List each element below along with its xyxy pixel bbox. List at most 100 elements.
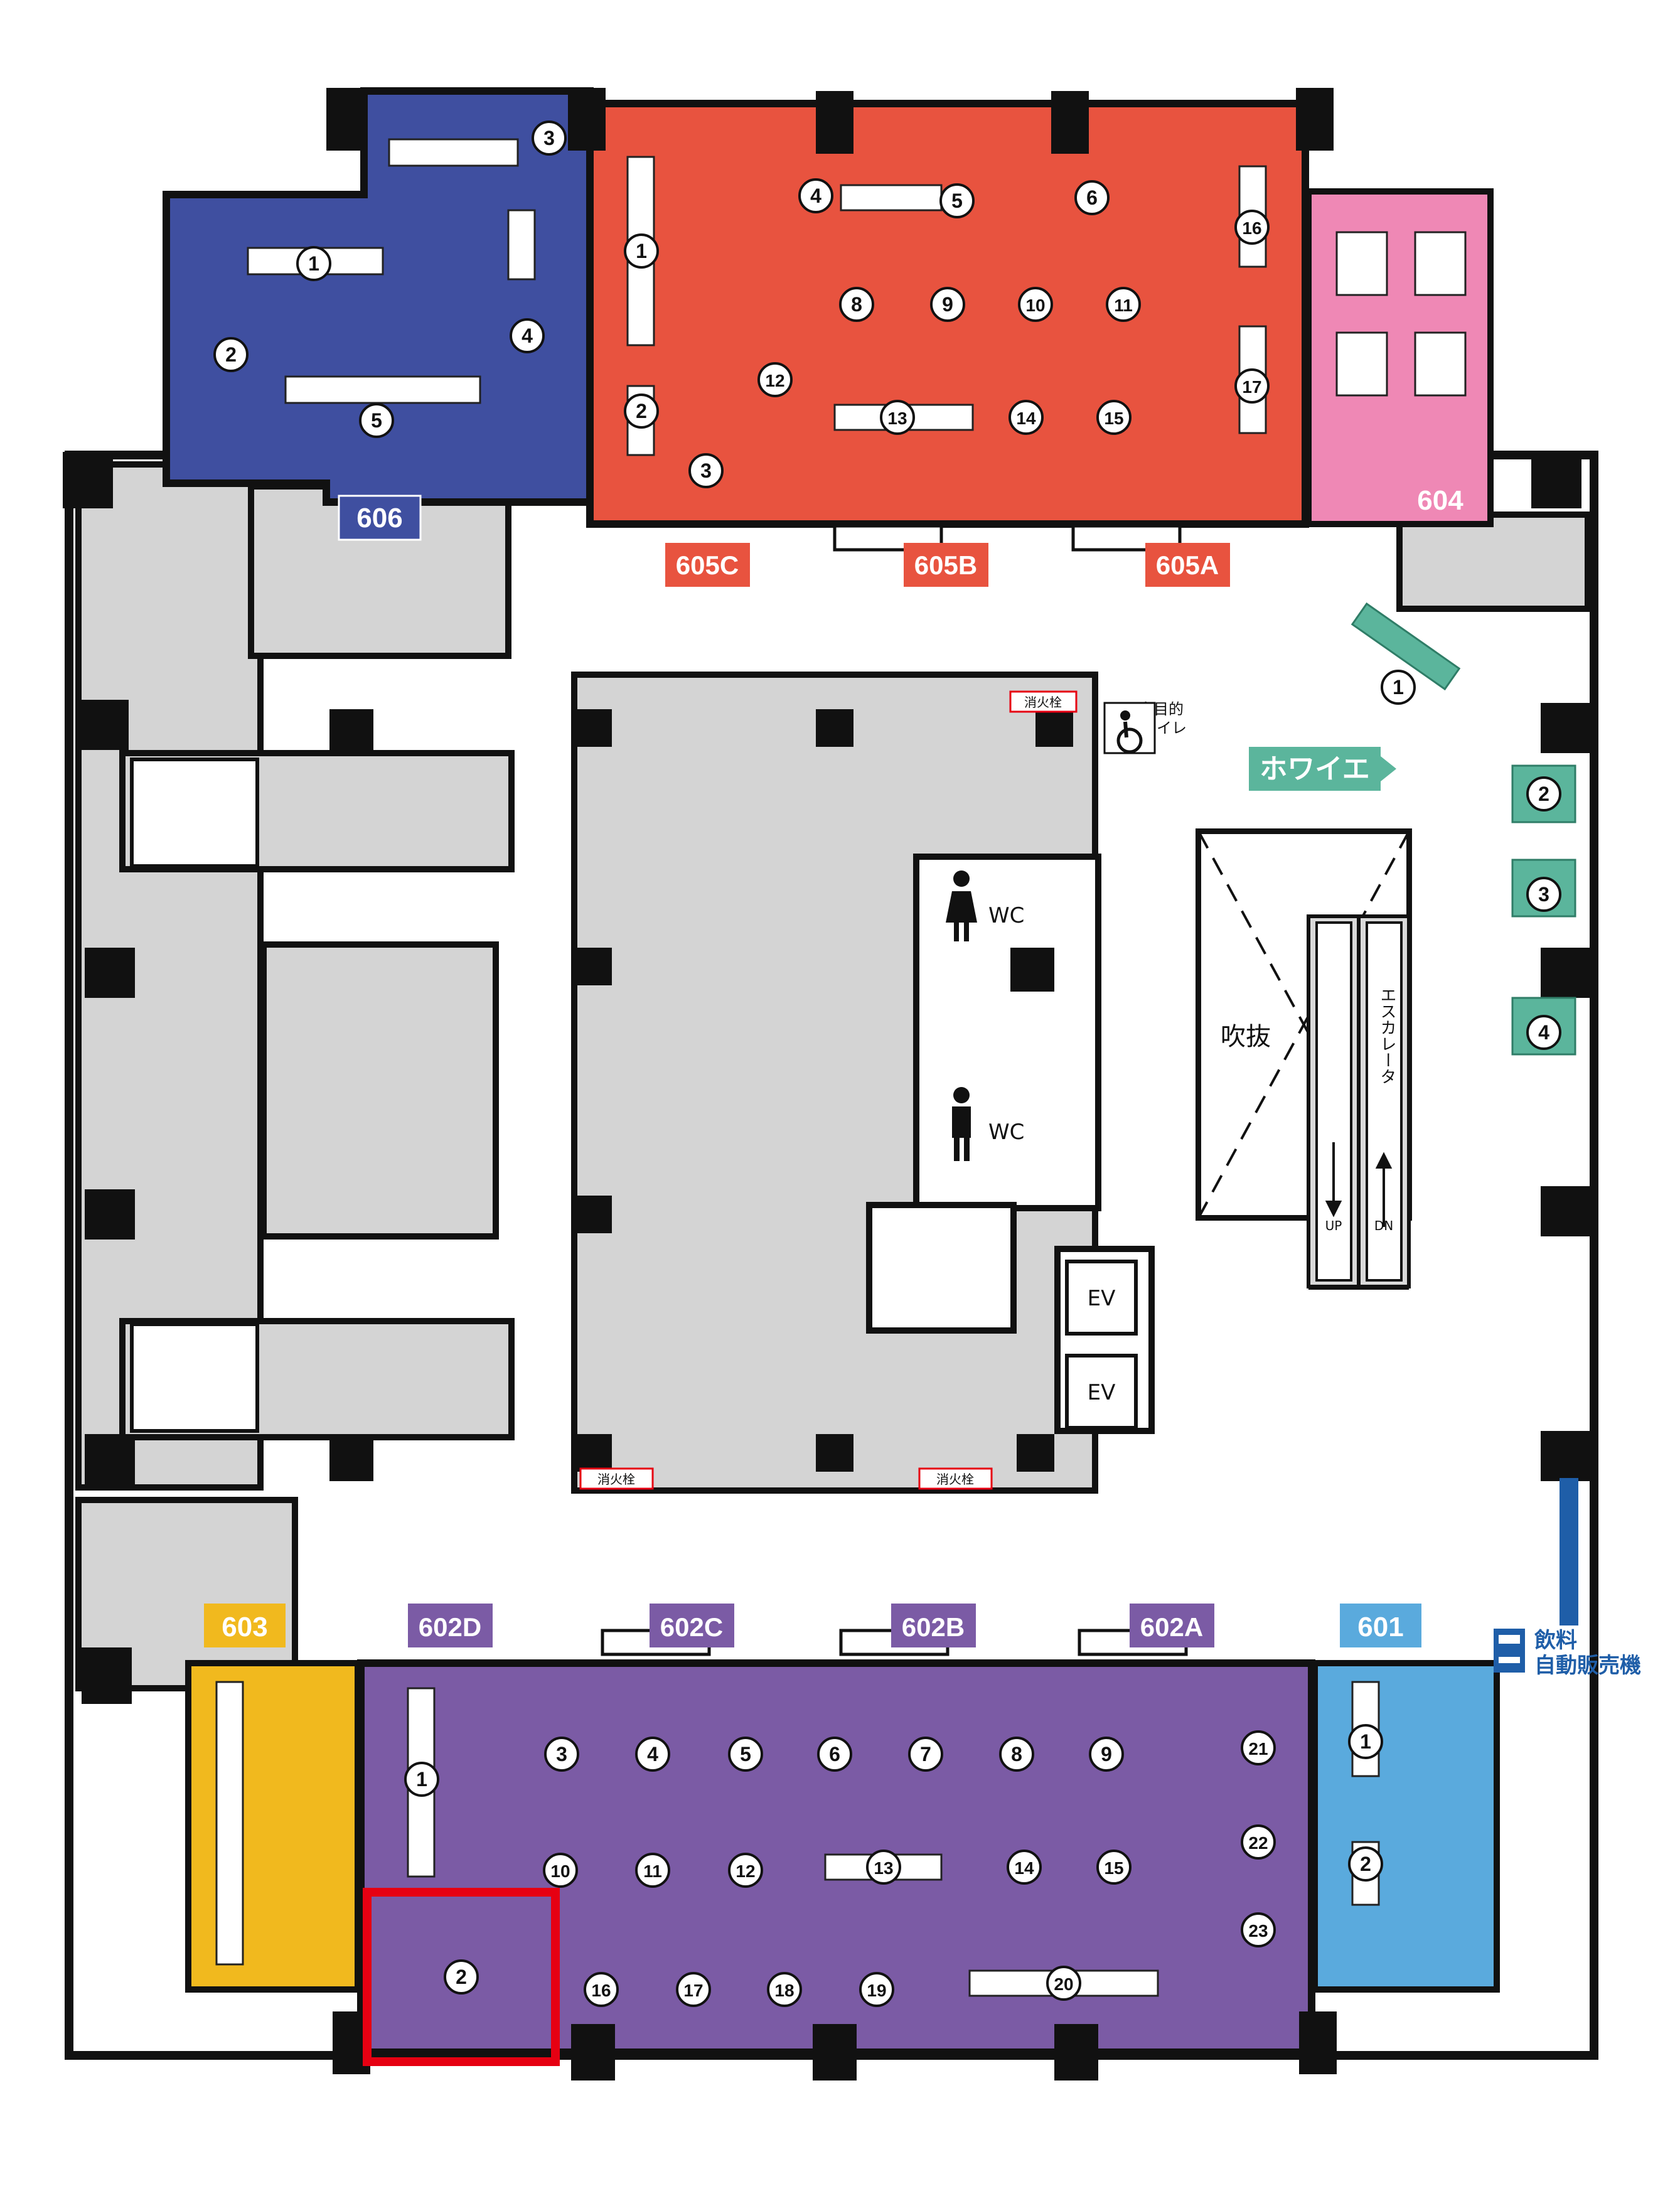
- r605-table-16-marker: 16: [1234, 210, 1270, 245]
- label-605a-text: 605A: [1156, 550, 1219, 580]
- foyer-table-3-marker: 3: [1526, 877, 1561, 912]
- escalator-dn-label: DN: [1374, 1218, 1393, 1233]
- atrium-label: 吹抜: [1221, 1022, 1271, 1051]
- r605-table-3-number: 3: [700, 459, 712, 482]
- r602-table-19-circle: [859, 1972, 894, 2007]
- ev-lower-label: EV: [1088, 1380, 1116, 1405]
- r602-table-3-marker: 3: [544, 1737, 579, 1772]
- r602-table-17-marker: 17: [676, 1972, 711, 2007]
- label-604-text: 604: [1417, 485, 1463, 516]
- r605-table-15-marker: 15: [1096, 400, 1132, 435]
- r602-table-12-circle: [728, 1853, 763, 1888]
- label-605c-text: 605C: [676, 550, 739, 580]
- r602-table-11-circle: [635, 1853, 670, 1888]
- room-606[interactable]: [163, 87, 594, 506]
- r602-table-15-marker: 15: [1096, 1850, 1132, 1885]
- r605-table-15-circle: [1096, 400, 1132, 435]
- r602-table-8-circle: [999, 1737, 1034, 1772]
- label-602d-text: 602D: [419, 1612, 481, 1642]
- r602-table-14-number: 14: [1014, 1858, 1034, 1878]
- r602-table-16-marker: 16: [584, 1972, 619, 2007]
- r605-table-14-circle: [1009, 400, 1044, 435]
- selected-table-highlight: [363, 1888, 560, 2066]
- foyer-table-4-marker: 4: [1526, 1015, 1561, 1050]
- r605-table-8-circle: [839, 287, 874, 322]
- r602-table-13-marker: 13: [866, 1850, 901, 1885]
- wc-women-label: WC: [988, 903, 1024, 928]
- vending-label-2: 自動販売機: [1534, 1654, 1641, 1678]
- r602-table-7-marker: 7: [908, 1737, 943, 1772]
- r602-table-21-number: 21: [1248, 1739, 1268, 1759]
- label-foyer-text: ホワイエ: [1260, 754, 1370, 785]
- r602-table-2-number: 2: [456, 1966, 467, 1988]
- r602-table-23-number: 23: [1248, 1921, 1268, 1941]
- foyer-table-2-marker: 2: [1526, 776, 1561, 811]
- r601-table-2-marker: 2: [1348, 1846, 1383, 1882]
- r605-table-13-marker: 13: [880, 400, 915, 435]
- label-605b-text: 605B: [914, 550, 977, 580]
- r602-table-18-circle: [767, 1972, 802, 2007]
- r605-table-4-circle: [798, 178, 833, 213]
- r605-table-10-circle: [1018, 287, 1053, 322]
- r606-table-1-marker: 1: [296, 246, 331, 281]
- r605-table-13-number: 13: [887, 409, 907, 428]
- room-603[interactable]: [185, 1660, 361, 1993]
- r602-table-17-circle: [676, 1972, 711, 2007]
- r601-table-1-marker: 1: [1348, 1724, 1383, 1759]
- hydrant-bottom-left: 消火栓: [579, 1467, 654, 1490]
- r605-table-17-circle: [1234, 368, 1270, 404]
- r606-table-2-circle: [213, 337, 249, 372]
- r601-table-1-number: 1: [1360, 1730, 1371, 1753]
- r605-table-9-number: 9: [942, 293, 953, 316]
- r606-table-3-marker: 3: [532, 120, 567, 156]
- label-606-text: 606: [356, 503, 402, 533]
- r602-table-9-circle: [1089, 1737, 1124, 1772]
- r605-table-10-marker: 10: [1018, 287, 1053, 322]
- r602-table-16-circle: [584, 1972, 619, 2007]
- r602-table-6-marker: 6: [817, 1737, 852, 1772]
- r606-table-5-number: 5: [371, 409, 382, 432]
- r602-table-13-number: 13: [874, 1858, 893, 1878]
- elevators: [1065, 1260, 1138, 1430]
- r602-table-8-marker: 8: [999, 1737, 1034, 1772]
- vending-strip: [1560, 1478, 1578, 1625]
- r606-table-5-marker: 5: [359, 403, 394, 438]
- r602-table-15-number: 15: [1104, 1858, 1123, 1878]
- label-602b: 602B: [891, 1604, 976, 1647]
- r605-table-9-marker: 9: [930, 287, 965, 322]
- foyer-table-1-marker: 1: [1381, 670, 1416, 705]
- r605-table-14-marker: 14: [1009, 400, 1044, 435]
- wheelchair-icon: [1103, 702, 1156, 754]
- r602-table-22-number: 22: [1248, 1833, 1268, 1853]
- r602-table-10-marker: 10: [543, 1853, 578, 1888]
- r605-table-6-number: 6: [1086, 186, 1098, 209]
- r606-table-5-circle: [359, 403, 394, 438]
- r605-table-2-circle: [624, 394, 659, 429]
- hydrant-bottom-right: 消火栓: [918, 1467, 993, 1490]
- room-601[interactable]: [1312, 1660, 1500, 1993]
- r605-table-12-marker: 12: [757, 362, 793, 397]
- r602-table-13-circle: [866, 1850, 901, 1885]
- r602-table-7-number: 7: [920, 1743, 931, 1765]
- r602-table-11-number: 11: [643, 1861, 662, 1881]
- r605-table-16-number: 16: [1242, 218, 1261, 238]
- r605-table-8-marker: 8: [839, 287, 874, 322]
- r605-table-5-marker: 5: [939, 183, 975, 218]
- label-606: 606: [338, 495, 422, 541]
- r602-table-23-circle: [1241, 1912, 1276, 1947]
- label-602d: 602D: [408, 1604, 493, 1647]
- r601-table-1-circle: [1348, 1724, 1383, 1759]
- escalator-up-label: UP: [1325, 1218, 1342, 1233]
- r602-table-4-marker: 4: [635, 1737, 670, 1772]
- label-603: 603: [204, 1604, 286, 1647]
- r602-table-11-marker: 11: [635, 1853, 670, 1888]
- r606-table-3-circle: [532, 120, 567, 156]
- r602-table-2-marker: 2: [444, 1959, 479, 1995]
- r605-table-14-number: 14: [1016, 409, 1036, 428]
- foyer-table-4-number: 4: [1538, 1021, 1549, 1044]
- label-602a: 602A: [1130, 1604, 1214, 1647]
- r602-table-20-marker: 20: [1046, 1966, 1081, 2001]
- r602-table-9-marker: 9: [1089, 1737, 1124, 1772]
- r605-table-4-number: 4: [810, 185, 821, 207]
